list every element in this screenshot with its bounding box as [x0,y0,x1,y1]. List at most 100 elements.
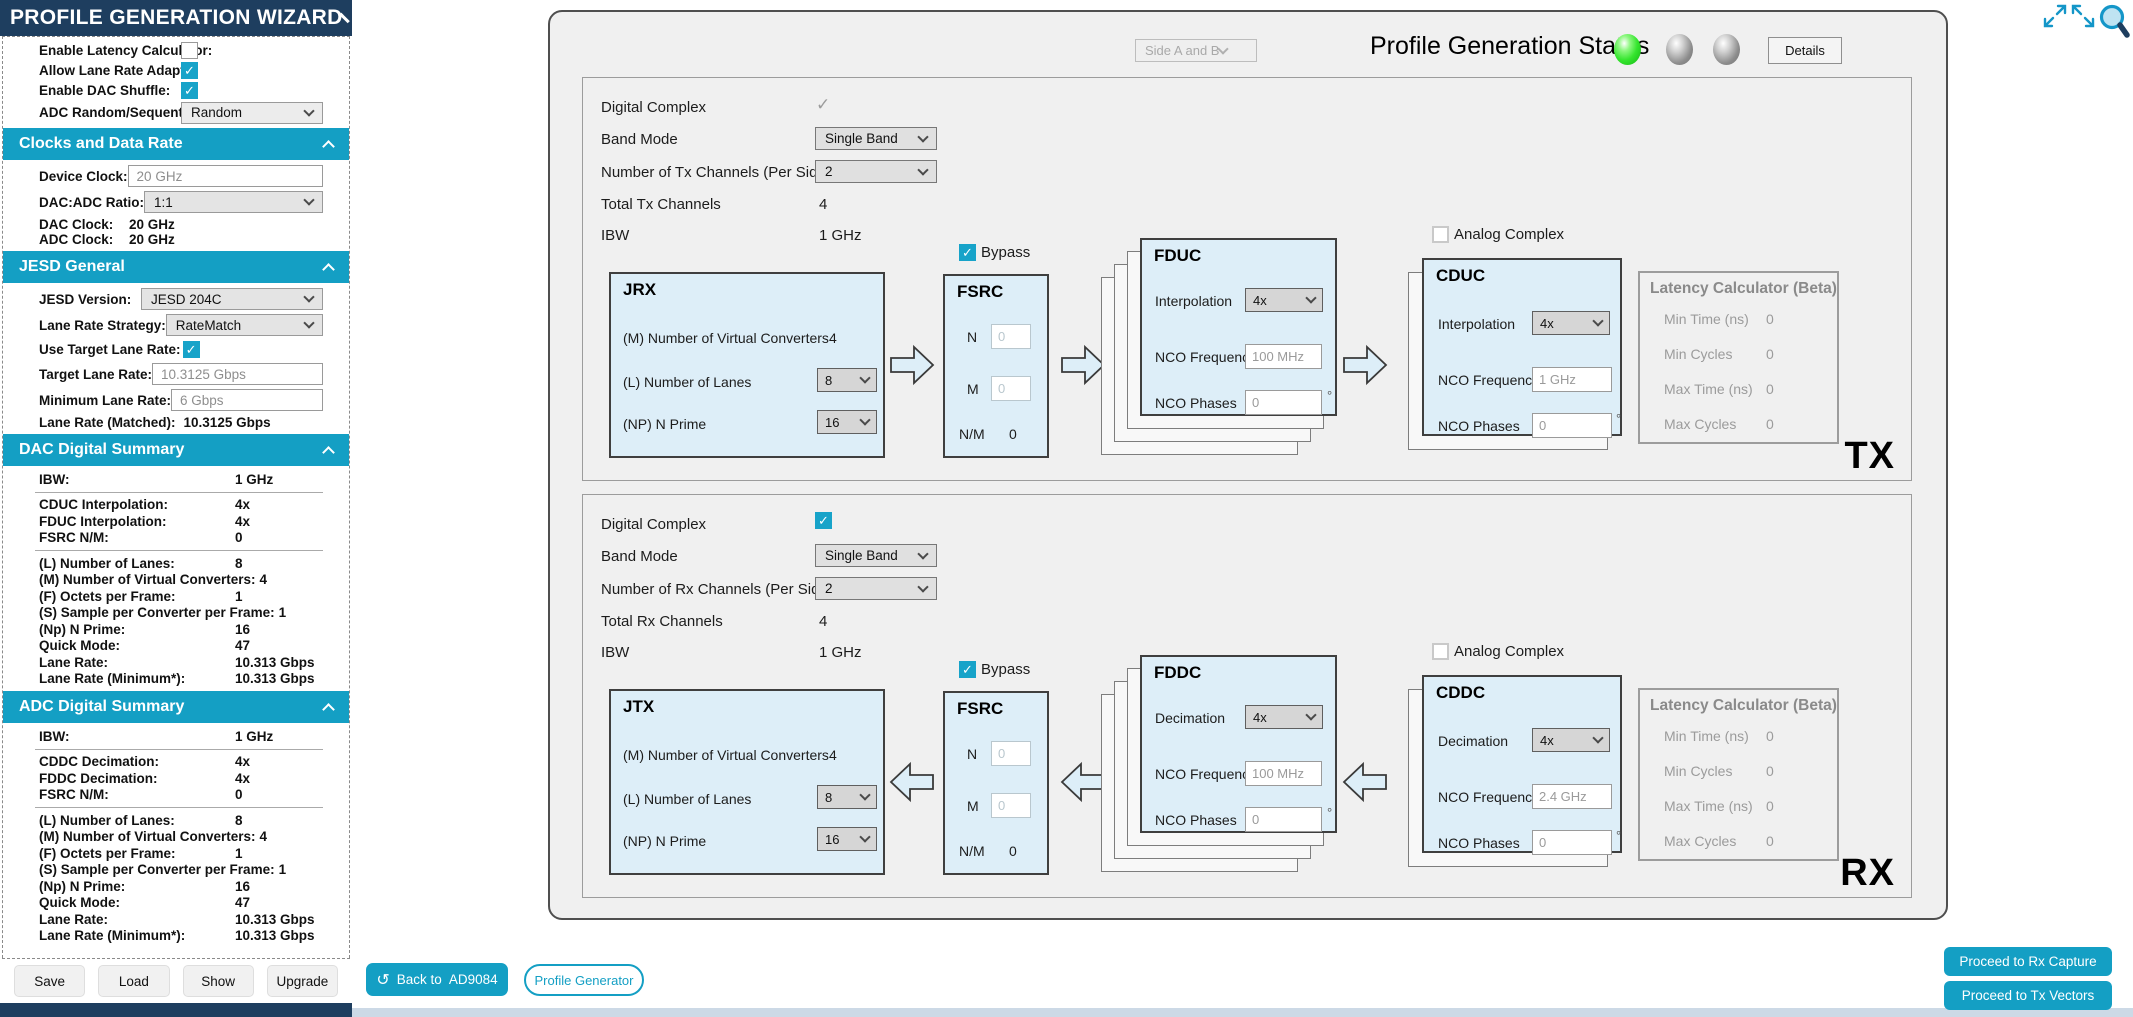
dac-adc-ratio-row: DAC:ADC Ratio: 1:1 [3,191,349,213]
option-row-dac-shuffle: Enable DAC Shuffle: ✓ [3,81,349,100]
lane-rate-adapt-label: Allow Lane Rate Adapt: [39,63,190,78]
sidebar-footer: Save Load Show Upgrade [2,958,350,1003]
nco-frequency-input[interactable] [1532,367,1612,392]
summary-label: IBW: [39,728,70,744]
summary-value: 8 [235,812,243,828]
chevron-down-icon [859,372,871,384]
target-lane-rate-row: Target Lane Rate: [3,363,349,385]
ibw-value: 1 GHz [819,644,862,661]
dac-adc-ratio-select[interactable]: 1:1 [144,191,323,213]
digital-complex-checkbox[interactable]: ✓ [815,512,832,529]
latency-label: Min Cycles [1664,763,1733,779]
n-prime-select[interactable]: 16 [817,827,877,851]
target-lane-rate-input[interactable] [152,363,323,385]
n-prime-label: (NP) N Prime [623,416,707,432]
section-header-jesd[interactable]: JESD General [3,251,349,283]
minimum-lane-rate-input[interactable] [171,389,323,411]
interpolation-value: 4x [1540,315,1554,331]
save-button[interactable]: Save [14,965,86,997]
use-target-lane-rate-checkbox[interactable]: ✓ [182,341,200,358]
upgrade-button[interactable]: Upgrade [266,965,338,997]
number-of-lanes-select[interactable]: 8 [817,785,877,809]
summary-value: 1 [278,605,287,621]
expand-icon[interactable] [2042,3,2068,29]
lane-rate-strategy-row: Lane Rate Strategy: RateMatch [3,314,349,336]
lane-rate-adapt-checkbox[interactable]: ✓ [181,62,198,79]
section-header-adc-summary[interactable]: ADC Digital Summary [3,691,349,723]
tx-channels-select[interactable]: 2 [815,160,937,183]
window-bottom-strip [352,1008,2133,1017]
show-button[interactable]: Show [182,965,254,997]
fsrc-title: FSRC [957,282,1004,301]
tx-channels-value: 2 [825,164,833,179]
dac-adc-ratio-label: DAC:ADC Ratio: [39,194,144,210]
proceed-to-tx-vectors-button[interactable]: Proceed to Tx Vectors [1944,981,2112,1010]
fsrc-n-input[interactable] [991,741,1031,766]
status-led-gray-2 [1713,34,1740,65]
bypass-checkbox[interactable]: ✓ [959,661,976,678]
fsrc-m-input[interactable] [991,793,1031,818]
summary-value: 16 [235,621,251,637]
band-mode-select[interactable]: Single Band [815,127,937,150]
summary-row: (S) Sample per Converter per Frame:1 [3,605,349,622]
nco-frequency-input[interactable] [1245,344,1322,369]
analog-complex-checkbox[interactable] [1432,226,1449,243]
rx-channels-select[interactable]: 2 [815,577,937,600]
load-button[interactable]: Load [98,965,170,997]
side-select[interactable]: Side A and B [1135,39,1257,62]
summary-value: 0 [235,787,243,803]
sidebar-body: Enable Latency Calculator: Allow Lane Ra… [2,36,350,1003]
bypass-checkbox[interactable]: ✓ [959,244,976,261]
dac-shuffle-checkbox[interactable]: ✓ [181,82,198,99]
summary-row: IBW:1 GHz [3,728,349,745]
proceed-to-rx-capture-button[interactable]: Proceed to Rx Capture [1944,947,2112,976]
nco-phases-input[interactable] [1245,390,1322,415]
fsrc-m-input[interactable] [991,376,1031,401]
decimation-select[interactable]: 4x [1245,705,1323,729]
section-header-dac-summary[interactable]: DAC Digital Summary [3,434,349,466]
summary-row: (F) Octets per Frame:1 [3,845,349,862]
number-of-lanes-select[interactable]: 8 [817,368,877,392]
section-title: JESD General [19,258,125,275]
magnifier-icon[interactable] [2098,3,2130,41]
analog-complex-checkbox[interactable] [1432,643,1449,660]
decimation-select[interactable]: 4x [1532,728,1610,752]
nco-frequency-label: NCO Frequency [1155,766,1257,782]
latency-value: 0 [1766,763,1774,779]
device-clock-input[interactable] [127,165,323,187]
cduc-title: CDUC [1436,266,1486,285]
resize-arrows-icon[interactable] [2070,3,2096,29]
n-prime-select[interactable]: 16 [817,410,877,434]
band-mode-value: Single Band [825,131,898,146]
interpolation-select[interactable]: 4x [1532,311,1610,335]
section-header-clocks[interactable]: Clocks and Data Rate [3,128,349,160]
back-to-device-button[interactable]: ↺ Back to AD9084 [366,963,508,996]
tx-bypass-row: ✓ Bypass [959,244,1030,261]
profile-generator-tab[interactable]: Profile Generator [524,964,644,996]
latency-value: 0 [1766,311,1774,327]
band-mode-select[interactable]: Single Band [815,544,937,567]
lane-rate-strategy-select[interactable]: RateMatch [165,314,323,336]
target-lane-rate-label: Target Lane Rate: [39,366,153,382]
summary-value: 4x [235,497,251,513]
interpolation-select[interactable]: 4x [1245,288,1323,312]
cduc-block: CDUC Interpolation 4x NCO Frequency NCO … [1422,258,1622,438]
nco-frequency-input[interactable] [1532,784,1612,809]
jesd-version-select[interactable]: JESD 204C [141,288,323,310]
flow-arrow-right-icon [1343,344,1388,386]
enable-latency-checkbox[interactable] [181,42,198,59]
nco-phases-input[interactable] [1532,830,1612,855]
flow-arrow-left-icon [889,761,934,803]
flow-arrow-left-icon [1060,761,1105,803]
adc-random-select[interactable]: Random [181,101,323,124]
nco-frequency-input[interactable] [1245,761,1322,786]
lane-rate-matched-row: Lane Rate (Matched): 10.3125 Gbps [3,415,349,430]
number-of-lanes-label: (L) Number of Lanes [623,374,752,390]
details-button[interactable]: Details [1768,37,1842,64]
nco-phases-input[interactable] [1532,413,1612,438]
decimation-value: 4x [1253,709,1267,725]
fsrc-n-input[interactable] [991,324,1031,349]
summary-value: 10.313 Gbps [235,911,315,927]
nco-phases-input[interactable] [1245,807,1322,832]
